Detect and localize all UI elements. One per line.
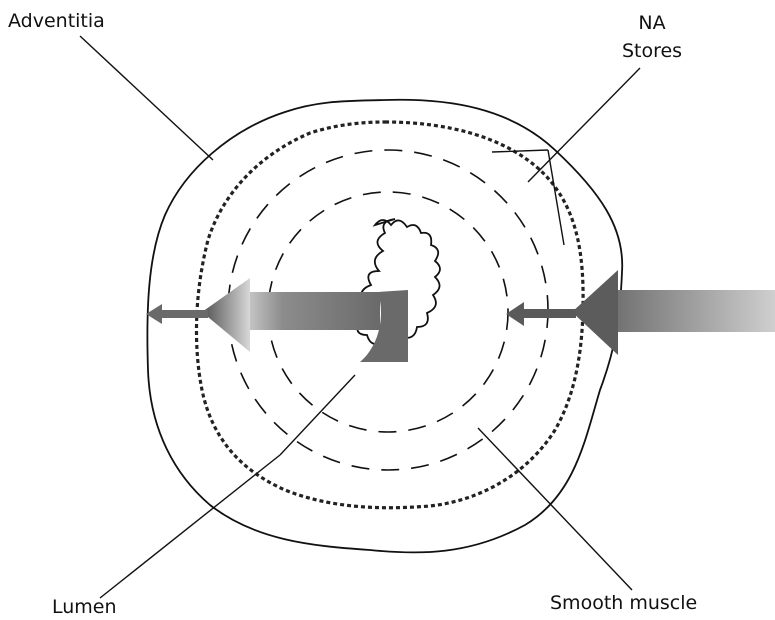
left-outflow-arrow (146, 304, 208, 324)
lumen-label: Lumen (52, 596, 117, 619)
adventitia-label: Adventitia (8, 10, 105, 33)
na-label: NA (632, 12, 672, 35)
stores-label: Stores (612, 40, 692, 63)
smooth-muscle-label: Smooth muscle (550, 592, 697, 615)
